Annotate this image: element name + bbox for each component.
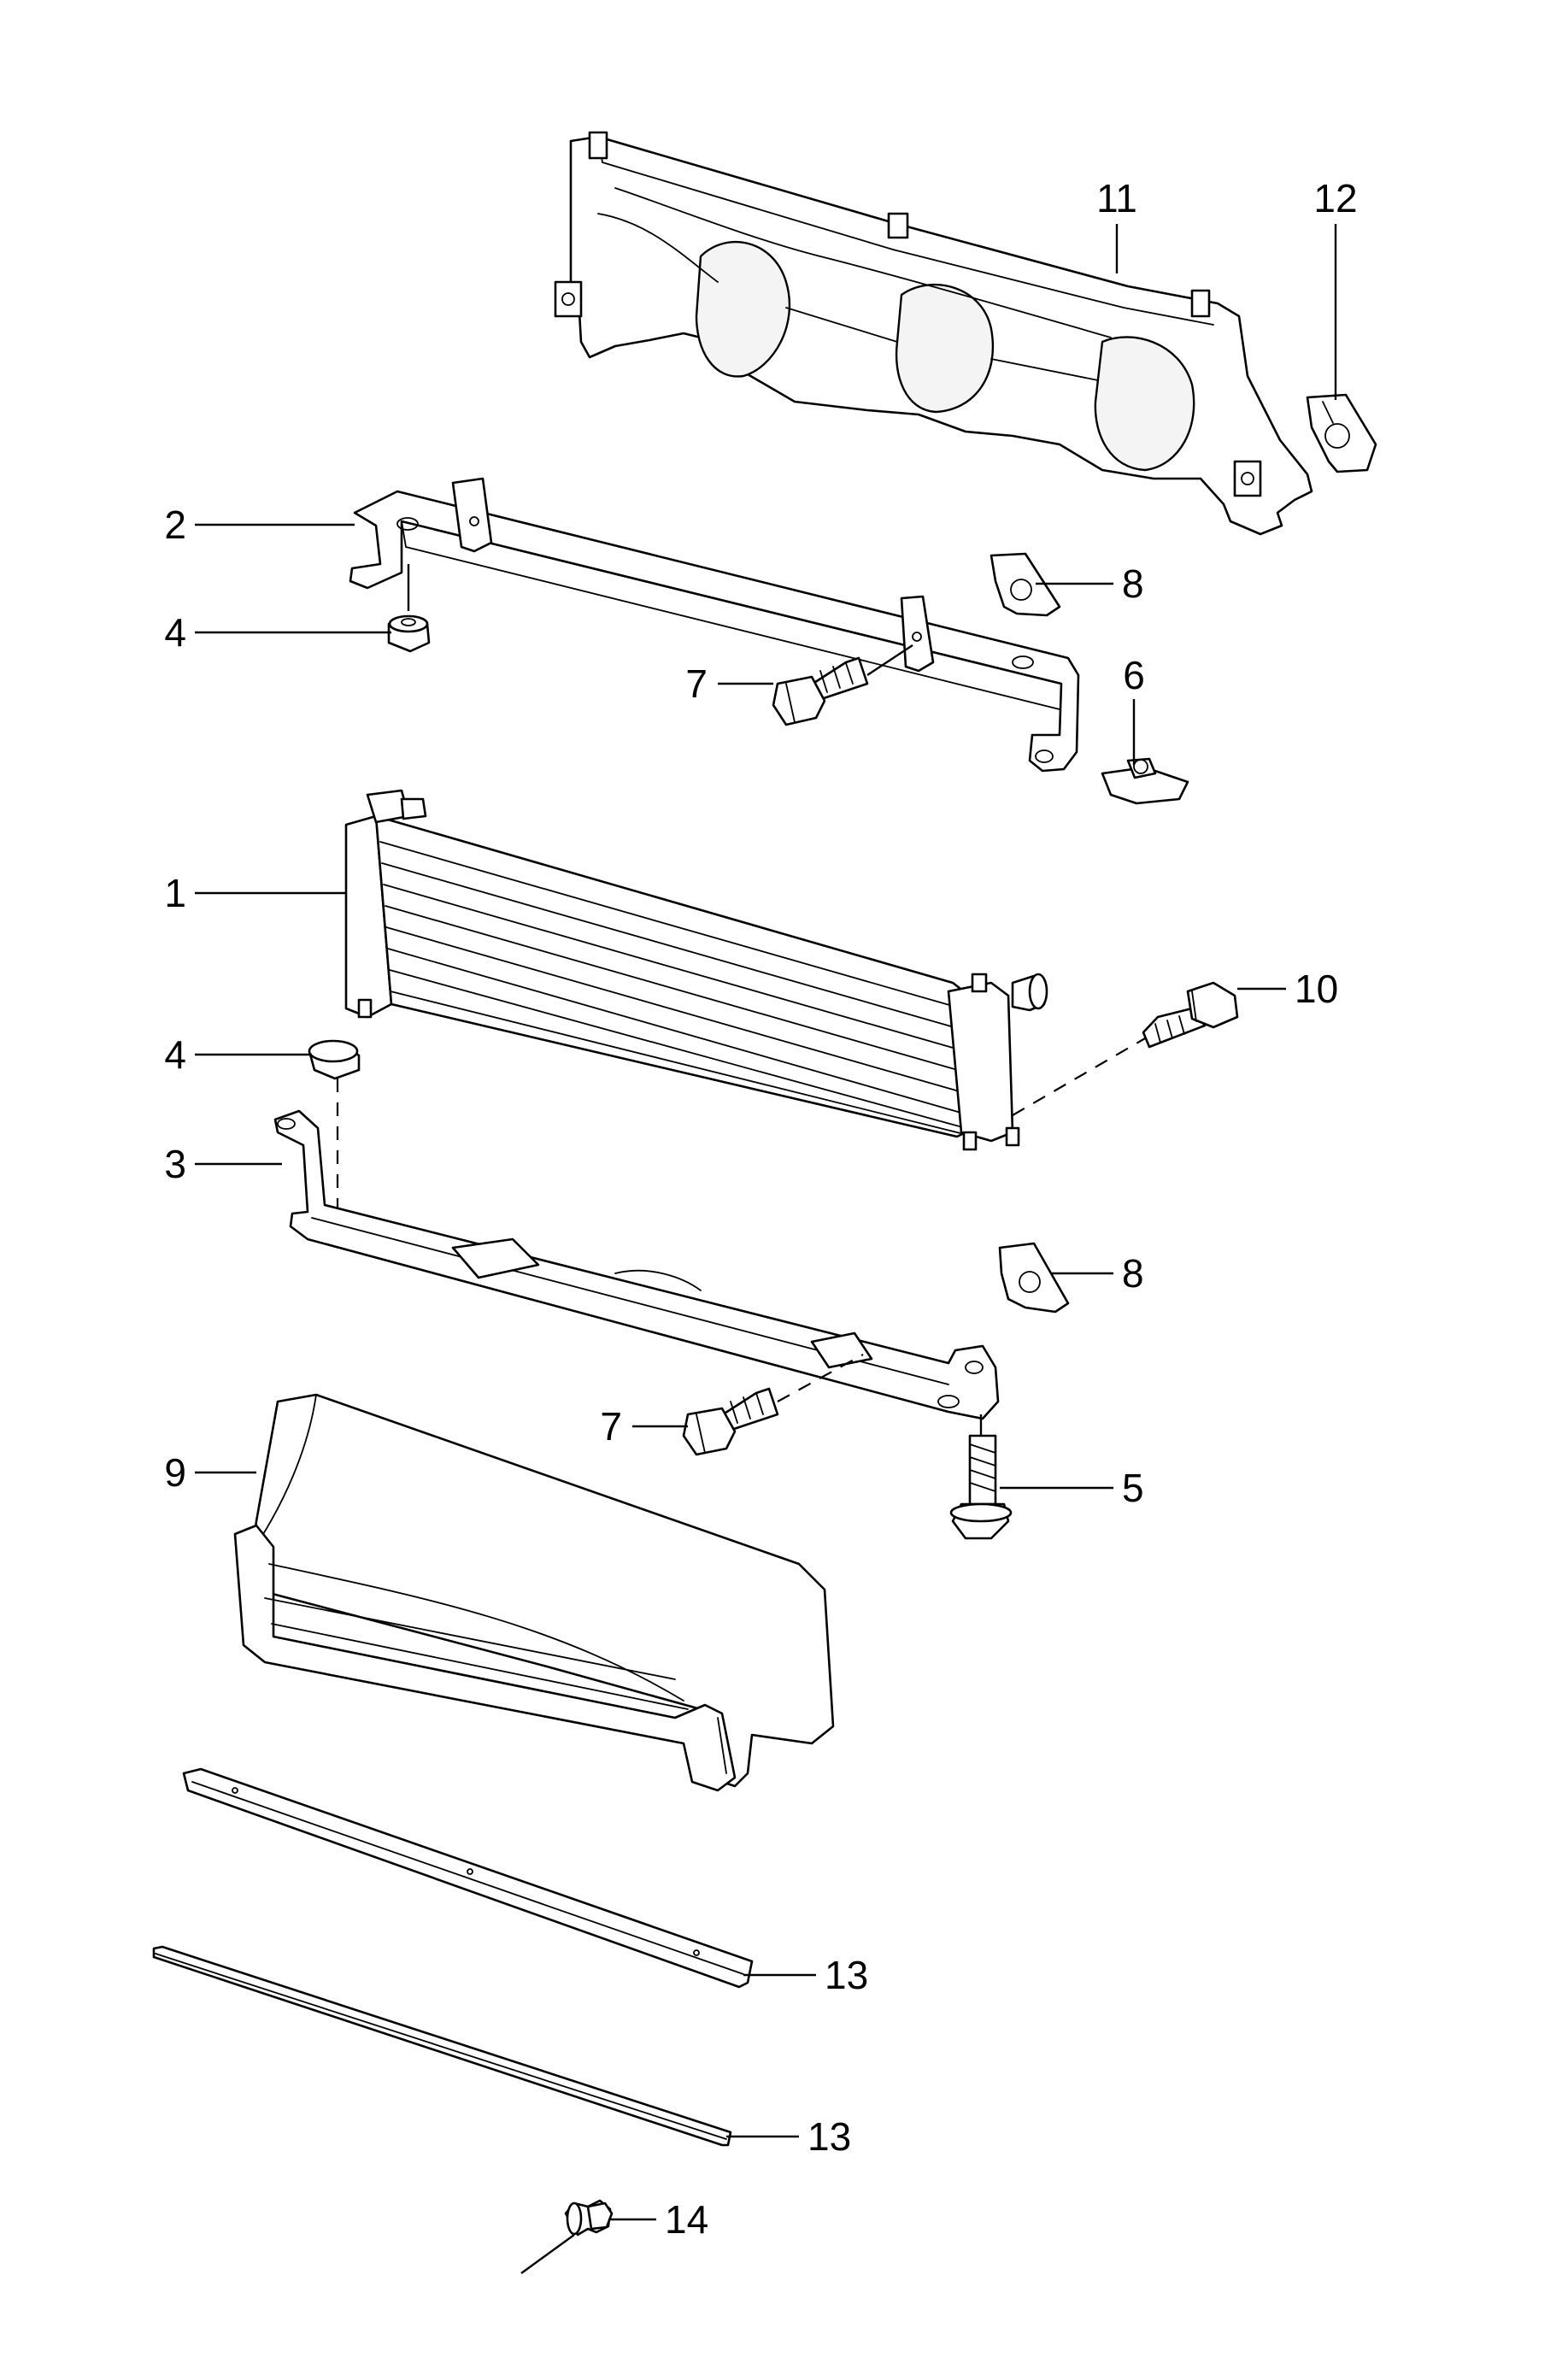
- callout-13-lower: 13: [807, 2114, 851, 2159]
- callout-leaders: [195, 224, 1337, 2221]
- callout-labels: 11 12 2 4 8 6 7 1 10 4 3 8 7 5 9 13 13 1…: [164, 176, 1357, 2242]
- part-1-radiator-cooler: [344, 789, 1048, 1151]
- part-10-bolt: [1142, 981, 1239, 1049]
- part-3-lower-bracket: [273, 1109, 1000, 1420]
- callout-7-upper: 7: [685, 661, 708, 706]
- callout-1: 1: [164, 871, 186, 915]
- callout-3: 3: [164, 1142, 186, 1186]
- leader-dash-bolt-lower: [777, 1354, 864, 1402]
- part-2-upper-bracket: [349, 477, 1080, 773]
- part-8-clip-nut-lower: [998, 1242, 1070, 1314]
- leader-dash-bolt-upper: [866, 644, 913, 677]
- callout-4-upper: 4: [164, 610, 186, 655]
- callout-2: 2: [164, 503, 186, 547]
- callout-4-lower: 4: [164, 1032, 186, 1077]
- part-14-rivet: [564, 2199, 614, 2237]
- part-13-strip-lower: [152, 1945, 732, 2147]
- leader-rivet-stem: [520, 2234, 575, 2274]
- part-7-bolt-upper: [772, 656, 869, 726]
- part-13-strip-upper: [182, 1767, 754, 1989]
- part-4-grommet-lower: [308, 1039, 361, 1080]
- callout-8-upper: 8: [1122, 561, 1144, 606]
- callout-8-lower: 8: [1122, 1251, 1144, 1296]
- leader-dash-bolt-10: [1012, 1037, 1146, 1116]
- part-5-vertical-bolt: [949, 1434, 1013, 1540]
- callout-14: 14: [665, 2197, 708, 2242]
- callout-12: 12: [1313, 176, 1357, 220]
- callout-11: 11: [1096, 176, 1137, 220]
- part-4-grommet-upper: [387, 614, 431, 653]
- part-7-bolt-lower: [682, 1387, 779, 1456]
- callout-6: 6: [1123, 653, 1145, 697]
- callout-10: 10: [1295, 967, 1338, 1011]
- callout-9: 9: [164, 1450, 186, 1495]
- callout-13-upper: 13: [825, 1953, 868, 1997]
- callout-7-lower: 7: [600, 1404, 622, 1449]
- part-8-clip-nut-upper: [990, 552, 1061, 617]
- callout-5: 5: [1122, 1466, 1144, 1510]
- part-6-speed-nut: [1101, 757, 1189, 805]
- part-12-clip: [1306, 393, 1377, 473]
- part-11-air-duct-cover: [554, 131, 1313, 536]
- part-9-air-guide: [233, 1393, 835, 1792]
